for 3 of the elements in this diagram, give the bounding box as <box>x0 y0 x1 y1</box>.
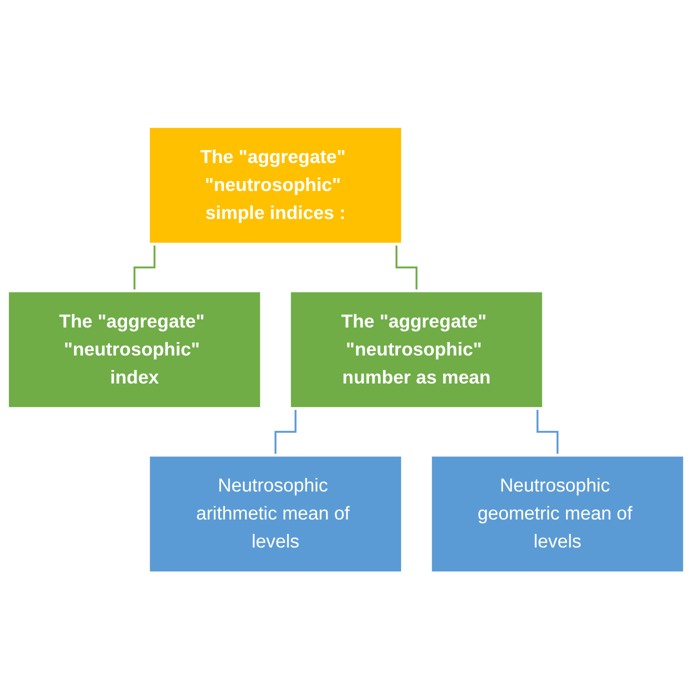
node-box: The "aggregate" "neutrosophic" number as mean <box>288 290 545 410</box>
node-box: The "aggregate" "neutrosophic" index <box>6 290 263 410</box>
node-box: The "aggregate" "neutrosophic" simple indices : <box>147 125 404 246</box>
